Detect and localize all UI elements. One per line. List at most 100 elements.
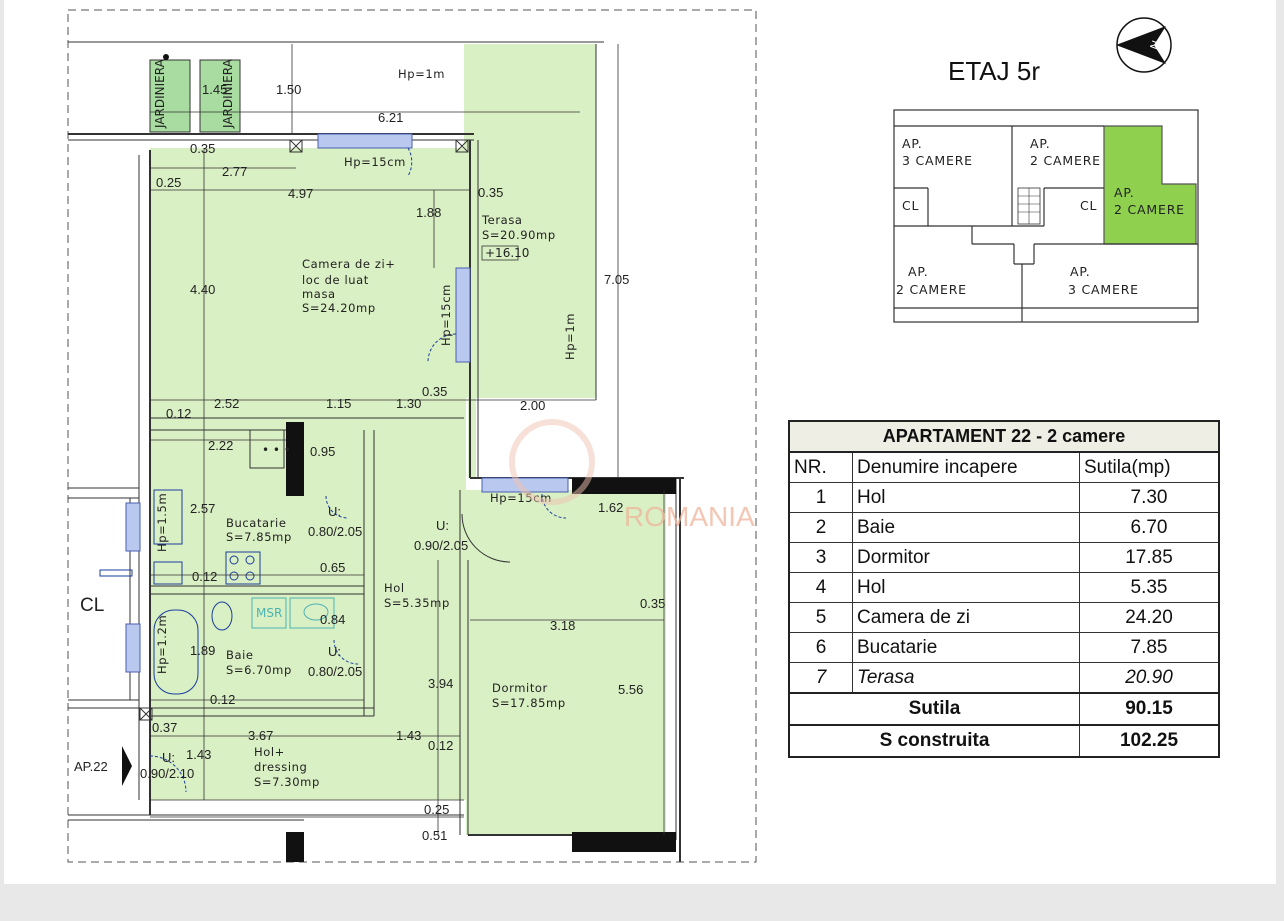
table-title: APARTAMENT 22 - 2 camere — [788, 420, 1220, 453]
svg-text:3.94: 3.94 — [428, 676, 453, 691]
level-tag: +16.10 — [485, 246, 529, 260]
svg-text:1.15: 1.15 — [326, 396, 351, 411]
svg-text:Hp=1.5m: Hp=1.5m — [155, 493, 169, 552]
svg-text:1.43: 1.43 — [186, 747, 211, 762]
kp-unit-5: AP.3 CAMERE — [1068, 264, 1139, 297]
key-plan-labels: AP.3 CAMERE AP.2 CAMERE AP.2 CAMERE AP.2… — [896, 136, 1184, 297]
door-swings — [149, 147, 567, 793]
kp-unit-4: AP.2 CAMERE — [896, 264, 967, 297]
svg-text:0.37: 0.37 — [152, 720, 177, 735]
svg-text:1.43: 1.43 — [396, 728, 421, 743]
svg-text:2.22: 2.22 — [208, 438, 233, 453]
svg-text:0.35: 0.35 — [640, 596, 665, 611]
svg-text:6.21: 6.21 — [378, 110, 403, 125]
drawing-sheet: JARDINIERA JARDINIERA MSR • • • — [4, 0, 1276, 884]
watermark-logo — [509, 419, 595, 505]
svg-text:4.40: 4.40 — [190, 282, 215, 297]
fixtures — [99, 429, 335, 695]
room-terrace: Terasa S=20.90mp — [481, 213, 556, 242]
svg-text:U:: U: — [436, 518, 449, 533]
kp-cl-2: CL — [1080, 198, 1097, 213]
svg-text:1.50: 1.50 — [276, 82, 301, 97]
watermark: ROMANIA — [624, 501, 755, 532]
kp-unit-2: AP.2 CAMERE — [1030, 136, 1101, 168]
area-table: APARTAMENT 22 - 2 camere NR. Denumire in… — [788, 420, 1220, 758]
svg-text:1.88: 1.88 — [416, 205, 441, 220]
svg-text:2.52: 2.52 — [214, 396, 239, 411]
windows — [125, 133, 569, 673]
svg-text:0.90/2.05: 0.90/2.05 — [414, 538, 468, 553]
svg-text:0.84: 0.84 — [320, 612, 345, 627]
svg-text:0.35: 0.35 — [422, 384, 447, 399]
jardiniera-label-2: JARDINIERA — [221, 58, 235, 129]
svg-text:2.00: 2.00 — [520, 398, 545, 413]
svg-text:0.95: 0.95 — [310, 444, 335, 459]
svg-text:2.77: 2.77 — [222, 164, 247, 179]
dimension-values: 1.45 1.50 6.21 0.35 2.77 4.97 0.35 0.25 … — [152, 82, 665, 843]
svg-text:Hp=15cm: Hp=15cm — [439, 284, 453, 346]
svg-text:U:: U: — [162, 750, 175, 765]
room-hall: Hol S=5.35mp — [384, 581, 450, 610]
svg-text:U:: U: — [328, 504, 341, 519]
svg-text:0.12: 0.12 — [210, 692, 235, 707]
svg-text:0.12: 0.12 — [166, 406, 191, 421]
svg-text:5.56: 5.56 — [618, 682, 643, 697]
svg-text:Hp=1.2m: Hp=1.2m — [155, 615, 169, 674]
table-header: NR. Denumire incapere Sutila(mp) — [788, 451, 1220, 483]
svg-text:1.62: 1.62 — [598, 500, 623, 515]
dimension-lines — [150, 44, 665, 835]
svg-text:3.67: 3.67 — [248, 728, 273, 743]
compass-icon: N — [1116, 17, 1172, 73]
room-living: Camera de zi+ loc de luat masa S=24.20mp — [302, 257, 400, 315]
kp-cl-1: CL — [902, 198, 919, 213]
svg-text:1.30: 1.30 — [396, 396, 421, 411]
svg-text:0.25: 0.25 — [424, 802, 449, 817]
svg-text:0.35: 0.35 — [190, 141, 215, 156]
plan-boundary — [67, 9, 757, 863]
msr-label: MSR — [256, 606, 282, 620]
apartment-area — [150, 44, 666, 835]
svg-text:0.12: 0.12 — [192, 569, 217, 584]
room-bedroom: Dormitor S=17.85mp — [492, 681, 566, 710]
svg-text:0.25: 0.25 — [156, 175, 181, 190]
room-bath: Baie S=6.70mp — [226, 648, 292, 677]
room-kitchen: Bucatarie S=7.85mp — [226, 516, 292, 544]
svg-text:0.80/2.05: 0.80/2.05 — [308, 664, 362, 679]
entrance-label: AP.22 — [74, 759, 108, 774]
svg-text:4.97: 4.97 — [288, 186, 313, 201]
floor-title: ETAJ 5r — [948, 56, 1040, 86]
svg-text:0.35: 0.35 — [478, 185, 503, 200]
svg-text:1.89: 1.89 — [190, 643, 215, 658]
svg-text:0.65: 0.65 — [320, 560, 345, 575]
room-labels: Camera de zi+ loc de luat masa S=24.20mp… — [226, 213, 566, 789]
key-plan — [893, 109, 1199, 323]
entrance-arrow — [122, 746, 132, 786]
floor-plan: JARDINIERA JARDINIERA MSR • • • — [67, 9, 1199, 863]
svg-text:1.45: 1.45 — [202, 82, 227, 97]
svg-text:Hp=15cm: Hp=15cm — [344, 155, 406, 169]
room-entry-hall: Hol+ dressing S=7.30mp — [254, 745, 320, 789]
shaft-markers — [139, 139, 469, 721]
svg-text:7.05: 7.05 — [604, 272, 629, 287]
columns — [286, 422, 676, 862]
svg-text:0.90/2.10: 0.90/2.10 — [140, 766, 194, 781]
svg-text:Hp=1m: Hp=1m — [563, 313, 577, 360]
svg-text:0.80/2.05: 0.80/2.05 — [308, 524, 362, 539]
jardiniera-boxes: JARDINIERA JARDINIERA — [149, 54, 241, 133]
svg-text:U:: U: — [328, 644, 341, 659]
jardiniera-label-1: JARDINIERA — [153, 58, 167, 129]
stair-core-label: CL — [80, 595, 104, 616]
door-labels: U: 0.80/2.05 U: 0.90/2.05 U: 0.80/2.05 U… — [140, 504, 468, 781]
svg-text:0.51: 0.51 — [422, 828, 447, 843]
radiator-mark: • • • — [262, 443, 291, 457]
svg-text:3.18: 3.18 — [550, 618, 575, 633]
